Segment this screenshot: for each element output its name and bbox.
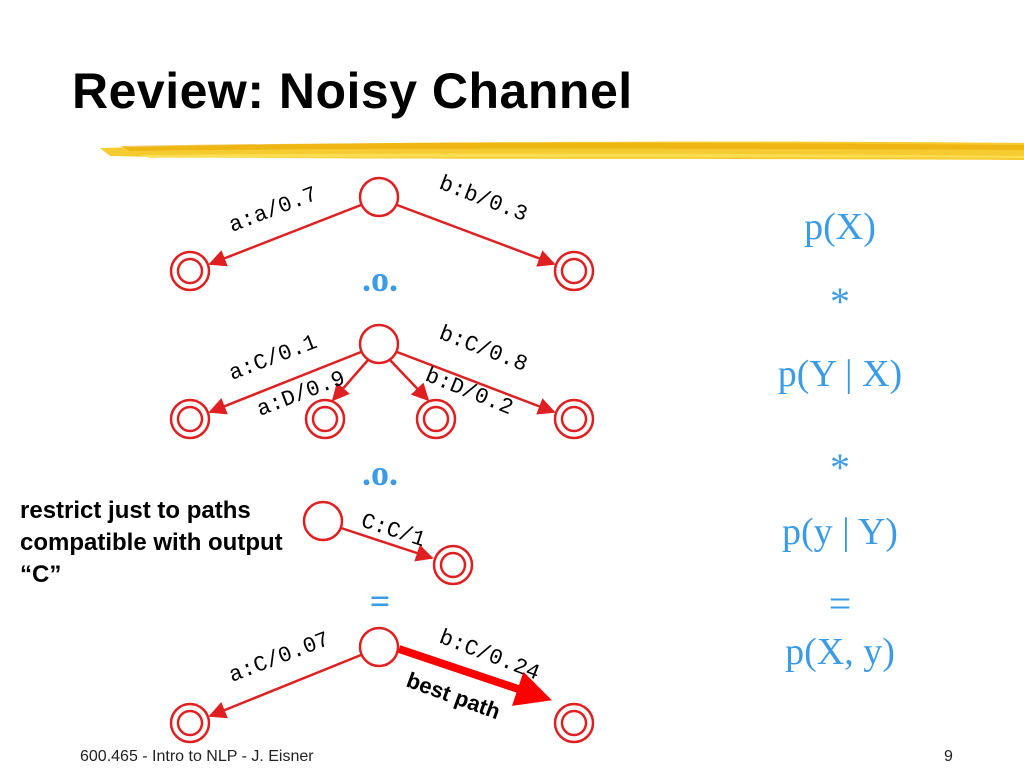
formula-px: p(X): [804, 206, 876, 248]
fst1-final-state-right: [553, 250, 595, 292]
fst4-final-state-right: [553, 702, 595, 744]
equals-operator: =: [369, 581, 391, 621]
fst1-start-state: [358, 176, 400, 218]
fst2-arc-bC-label: b:C/0.8: [435, 321, 530, 377]
fst2-arc-bD-label: b:D/0.2: [421, 363, 516, 421]
fst2-arc-aC: [208, 350, 362, 415]
formula-py-given-Y: p(y | Y): [782, 511, 898, 553]
page-number: 9: [944, 748, 953, 765]
side-note: restrict just to paths compatible with o…: [20, 497, 283, 588]
formula-star-2: *: [830, 445, 850, 490]
fst4-final-state-left: [169, 702, 211, 744]
title-highlight: [100, 141, 1024, 160]
fst1-arc-b: [396, 203, 556, 267]
fst4-arc-aC-label: a:C/0.07: [226, 627, 334, 688]
fst2-arc-bD: [389, 359, 430, 402]
fst2-final-state-4: [553, 398, 595, 440]
compose-operator-2: .o.: [362, 453, 398, 493]
fst2-final-state-3: [415, 398, 457, 440]
fst3-arc-CC: [340, 526, 434, 562]
fst2-start-state: [358, 323, 400, 365]
fst1-arc-a-label: a:a/0.7: [226, 182, 321, 238]
fst4-start-state: [358, 626, 400, 668]
fst4-arc-aC: [208, 653, 362, 719]
slide-title: Review: Noisy Channel: [72, 63, 633, 119]
fst2-final-state-1: [169, 398, 211, 440]
fst-2: a:C/0.1 a:D/0.9 b:D/0.2 b:C/0.8: [169, 321, 595, 440]
fst2-final-state-2: [304, 398, 346, 440]
fst1-arc-b-label: b:b/0.3: [435, 171, 530, 227]
formula-pxy: p(X, y): [785, 631, 895, 673]
footer-text: 600.465 - Intro to NLP - J. Eisner: [80, 748, 314, 765]
compose-operator-1: .o.: [362, 259, 398, 299]
formula-py-given-x: p(Y | X): [777, 353, 903, 395]
fst-4: a:C/0.07 b:C/0.24 best path: [169, 625, 595, 744]
formula-equals: =: [828, 581, 852, 626]
fst1-arc-a: [208, 203, 362, 267]
fst3-start-state: [302, 500, 344, 542]
fst3-final-state: [432, 544, 474, 586]
fst-3: C:C/1: [302, 500, 474, 586]
fst1-final-state-left: [169, 250, 211, 292]
fst2-arc-aD: [331, 359, 369, 402]
fst2-arc-bC: [396, 350, 556, 415]
formula-star-1: *: [830, 279, 850, 324]
fst4-arc-bC-best: [397, 645, 552, 706]
